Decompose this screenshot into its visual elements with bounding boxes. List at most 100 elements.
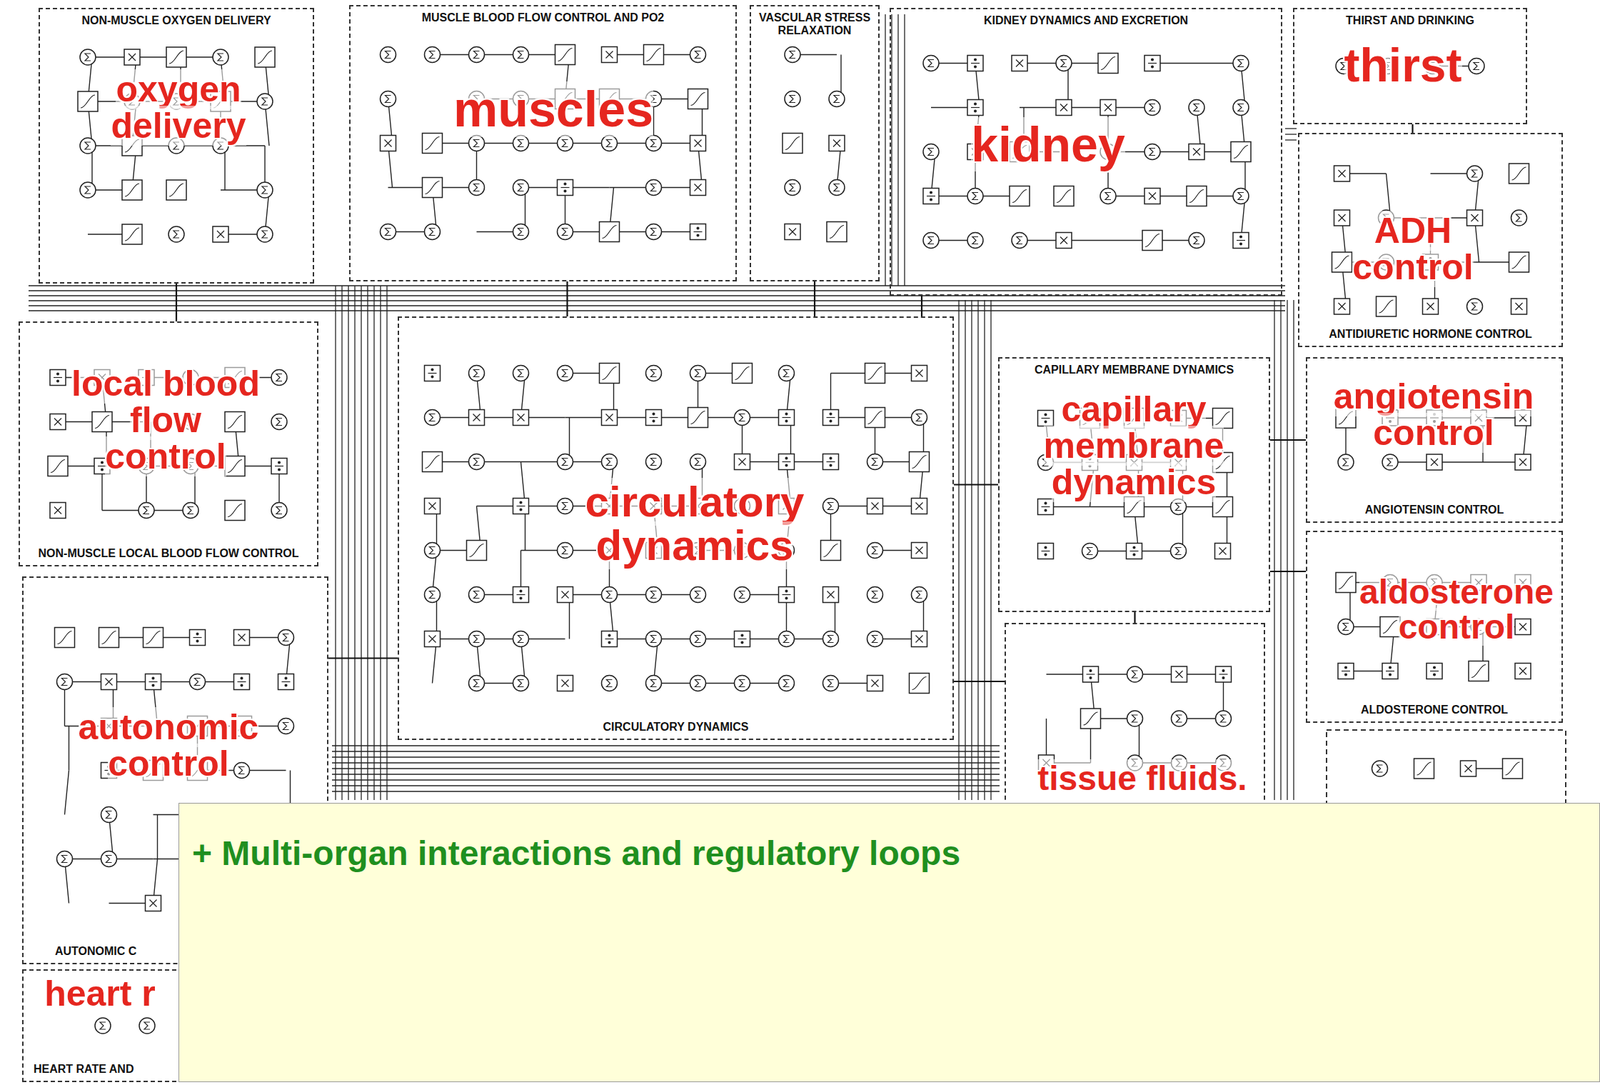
- overlay-label: kidney: [941, 119, 1156, 170]
- bus-wire: [331, 756, 1000, 757]
- sigma-mark: [239, 766, 245, 774]
- multiply-mark: [473, 414, 481, 422]
- sigma-mark: [872, 458, 879, 466]
- summer-symbol: [646, 365, 662, 382]
- multiply-mark: [1060, 237, 1068, 245]
- operator-box: [49, 414, 66, 430]
- sigma-mark: [276, 374, 283, 382]
- sigma-mark: [562, 546, 569, 555]
- multiply-mark: [1515, 302, 1523, 310]
- multiply-mark: [916, 635, 924, 643]
- sigma-mark: [562, 502, 569, 510]
- summer-symbol: [867, 454, 884, 470]
- subsystem-block: ADH controlANTIDIURETIC HORMONE CONTROL: [1297, 132, 1563, 347]
- function-curve: [257, 50, 273, 64]
- sigma-mark: [695, 369, 702, 377]
- summer-symbol: [646, 454, 662, 470]
- summer-symbol: [734, 675, 751, 692]
- operator-box: [513, 586, 530, 603]
- divide-mark: [193, 636, 203, 638]
- summer-symbol: [380, 47, 397, 63]
- summer-symbol: [784, 179, 801, 196]
- function-curve: [785, 137, 800, 150]
- summer-symbol: [380, 224, 397, 240]
- summer-symbol: [101, 851, 118, 867]
- overlay-label: angiotensin control: [1319, 378, 1548, 452]
- multiply-mark: [916, 369, 924, 377]
- function-curve: [1512, 167, 1527, 180]
- bus-wire: [1280, 299, 1281, 800]
- summer-symbol: [57, 673, 73, 690]
- multiply-mark: [738, 458, 747, 466]
- signal-connector: [1411, 124, 1413, 133]
- divide-dot: [785, 412, 788, 415]
- multiply-mark: [54, 506, 62, 515]
- summer-symbol: [513, 179, 530, 196]
- operator-box: [1215, 666, 1232, 682]
- multiply-mark: [1519, 458, 1527, 466]
- multiply-mark: [384, 139, 392, 148]
- summer-symbol: [823, 498, 839, 515]
- operator-box: [1515, 619, 1531, 635]
- summer-symbol: [1127, 666, 1144, 682]
- block-title: KIDNEY DYNAMICS AND EXCRETION: [980, 13, 1191, 28]
- bus-wire: [28, 284, 1286, 286]
- multiply-mark: [1427, 302, 1435, 310]
- summer-symbol: [867, 586, 884, 603]
- summer-symbol: [828, 179, 845, 196]
- sigma-mark: [651, 635, 657, 643]
- sigma-mark: [429, 228, 436, 236]
- subsystem-block: VASCULAR STRESS RELAXATION: [749, 4, 880, 282]
- divide-dot: [608, 641, 611, 644]
- divide-dot: [741, 641, 744, 644]
- block-title: HEART RATE AND: [30, 1061, 137, 1076]
- overlay-label: autonomic control: [61, 708, 276, 782]
- operator-box: [828, 135, 845, 152]
- operator-box: [1515, 454, 1531, 470]
- multiply-mark: [429, 502, 437, 510]
- function-box: [1142, 230, 1163, 251]
- sigma-mark: [1175, 547, 1182, 555]
- sigma-mark: [1175, 503, 1182, 511]
- operator-box: [145, 895, 162, 912]
- multiply-mark: [429, 635, 437, 643]
- function-curve: [94, 415, 110, 429]
- divide-dot: [930, 191, 933, 194]
- function-box: [599, 363, 620, 384]
- function-curve: [57, 631, 73, 644]
- function-curve: [425, 181, 440, 195]
- operator-box: [867, 498, 884, 515]
- function-curve: [80, 94, 95, 108]
- function-box: [865, 407, 886, 428]
- function-curve: [602, 366, 617, 380]
- multiply-mark: [871, 502, 879, 510]
- signal-connector: [813, 281, 816, 317]
- bus-wire: [1292, 299, 1294, 800]
- divide-dot: [101, 461, 104, 464]
- sigma-mark: [651, 139, 657, 148]
- function-curve: [169, 183, 184, 197]
- multiply-mark: [1175, 670, 1184, 678]
- function-curve: [1379, 299, 1394, 313]
- summer-symbol: [923, 232, 939, 249]
- block-title: ALDOSTERONE CONTROL: [1357, 702, 1511, 717]
- overlay-label: aldosterone control: [1342, 574, 1571, 645]
- function-curve: [691, 92, 706, 106]
- summer-symbol: [1467, 298, 1483, 315]
- operator-box: [1511, 298, 1528, 315]
- divide-dot: [1433, 666, 1436, 669]
- operator-box: [513, 498, 530, 515]
- summer-symbol: [79, 182, 96, 198]
- operator-box: [867, 675, 884, 692]
- sigma-mark: [84, 142, 91, 150]
- sigma-mark: [385, 228, 392, 236]
- sigma-mark: [474, 184, 480, 192]
- divide-dot: [1222, 676, 1225, 679]
- operator-box: [49, 502, 66, 519]
- summer-symbol: [79, 49, 96, 65]
- operator-box: [690, 179, 707, 196]
- sigma-mark: [972, 192, 979, 200]
- operator-box: [1055, 99, 1072, 116]
- summer-symbol: [601, 586, 618, 603]
- sigma-mark: [562, 369, 569, 377]
